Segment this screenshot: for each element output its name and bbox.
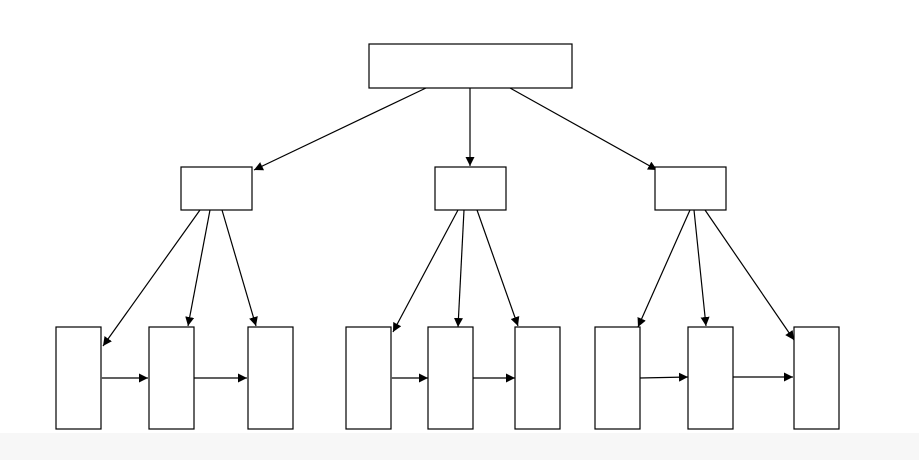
node-leaf-5 (427, 326, 474, 430)
edge-root-mid-left (253, 87, 427, 171)
node-mid-center (434, 166, 507, 211)
edge-root-mid-right (509, 87, 658, 171)
edge-mid-right-leaf-9 (704, 209, 795, 341)
node-leaf-1 (55, 326, 102, 430)
edge-mid-left-leaf-2 (185, 209, 211, 327)
edges-layer (93, 87, 795, 383)
node-leaf-6 (514, 326, 561, 430)
edge-mid-left-leaf-3 (221, 209, 258, 327)
node-mid-right (654, 166, 727, 211)
edge-mid-center-leaf-5 (453, 209, 465, 328)
edge-mid-right-leaf-8 (693, 209, 710, 327)
edge-mid-right-leaf-7 (637, 209, 691, 328)
node-leaf-9 (793, 326, 840, 430)
edge-mid-center-leaf-4 (392, 209, 459, 333)
edge-mid-center-leaf-6 (476, 209, 520, 327)
node-leaf-2 (148, 326, 195, 430)
nodes-layer (55, 43, 840, 430)
node-leaf-4 (345, 326, 392, 430)
node-leaf-3 (247, 326, 294, 430)
node-root (368, 43, 573, 89)
node-mid-left (180, 166, 253, 211)
edge-mid-left-leaf-1 (102, 209, 201, 347)
node-leaf-7 (594, 326, 641, 430)
bottom-band (0, 433, 919, 460)
edge-leaf-7-leaf-8 (630, 372, 689, 383)
node-leaf-8 (687, 326, 734, 430)
